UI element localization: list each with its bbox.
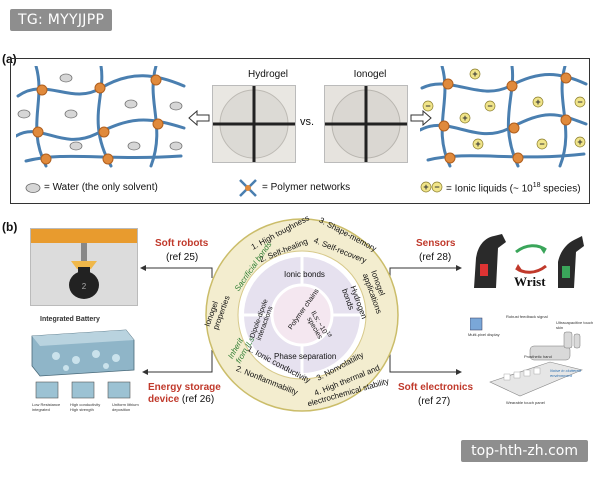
hydrogel-photo xyxy=(212,85,296,163)
battery-illustration xyxy=(31,329,135,377)
soft-robots-ref: (ref 25) xyxy=(166,252,199,263)
electronics-caption-display: Multi-pixel display xyxy=(468,332,500,337)
hydrogel-network-illustration xyxy=(16,66,186,168)
electronics-caption-prosthetic: Prosthetic hand xyxy=(524,354,552,359)
svg-text:+: + xyxy=(423,182,428,192)
electronics-caption-feedback: Robust feedback signal xyxy=(506,314,548,319)
soft-electronics-label: Soft electronics xyxy=(398,382,474,393)
versus-label: vs. xyxy=(300,116,315,128)
legend-polymer: = Polymer networks xyxy=(262,182,351,193)
energy-storage-label-line1: Energy storage xyxy=(148,382,221,393)
arrow-left-icon xyxy=(188,110,210,126)
panel-a-label: (a) xyxy=(2,52,17,66)
legend-water: = Water (the only solvent) xyxy=(44,182,158,193)
electronics-caption-noise: Noise in cluttered environment xyxy=(550,368,581,378)
svg-text:2: 2 xyxy=(82,282,87,291)
soft-electronics-illustration xyxy=(470,317,583,397)
sensors-ref: (ref 28) xyxy=(419,252,452,263)
legend-ionic-liquids: = Ionic liquids (~ 1018 species) xyxy=(446,182,581,195)
wrist-label: Wrist xyxy=(514,274,546,289)
svg-text:−: − xyxy=(577,97,582,107)
connector-arrows xyxy=(140,265,462,375)
battery-title: Integrated Battery xyxy=(40,316,100,323)
svg-text:−: − xyxy=(434,182,439,192)
svg-text:−: − xyxy=(425,101,430,111)
soft-robots-label: Soft robots xyxy=(155,238,209,249)
electronics-caption-touch-skin: Ultracapacitive touch skin xyxy=(556,320,594,330)
panel-b-label: (b) xyxy=(2,220,18,234)
polymer-network-icon xyxy=(239,179,257,197)
ionogel-photo xyxy=(324,85,408,163)
phase-separation-label: Phase separation xyxy=(274,352,337,361)
svg-text:−: − xyxy=(539,139,544,149)
electronics-caption-touch-panel: Wearable touch panel xyxy=(506,400,545,405)
wrist-sensor-illustration xyxy=(474,234,584,288)
svg-text:+: + xyxy=(475,139,480,149)
battery-captions: Low Resistance integrated High conductiv… xyxy=(32,402,139,412)
ionogel-label: Ionogel xyxy=(353,69,387,80)
svg-text:+: + xyxy=(472,69,477,79)
ionogel-properties-circle xyxy=(205,218,399,412)
ionic-liquid-icon: + − xyxy=(420,181,443,193)
panel-a-frame xyxy=(10,58,590,204)
ionic-bonds-label: Ionic bonds xyxy=(284,270,325,279)
soft-electronics-ref: (ref 27) xyxy=(418,396,451,407)
battery-detail-thumbnails xyxy=(35,381,131,399)
ionogel-network-illustration: + − + − − + − + + xyxy=(420,66,588,168)
soft-robot-photo: 2 xyxy=(30,228,138,306)
svg-text:+: + xyxy=(462,113,467,123)
svg-text:−: − xyxy=(487,101,492,111)
energy-storage-label-line2: device (ref 26) xyxy=(148,394,215,405)
svg-text:+: + xyxy=(535,97,540,107)
svg-text:+: + xyxy=(577,137,582,147)
sensors-label: Sensors xyxy=(416,238,456,249)
water-droplet-icon xyxy=(25,183,41,193)
watermark-top: TG: MYYJJPP xyxy=(10,9,113,31)
arrow-right-icon xyxy=(410,110,432,126)
watermark-bottom: top-hth-zh.com xyxy=(461,440,588,462)
hydrogel-label: Hydrogel xyxy=(247,69,289,80)
